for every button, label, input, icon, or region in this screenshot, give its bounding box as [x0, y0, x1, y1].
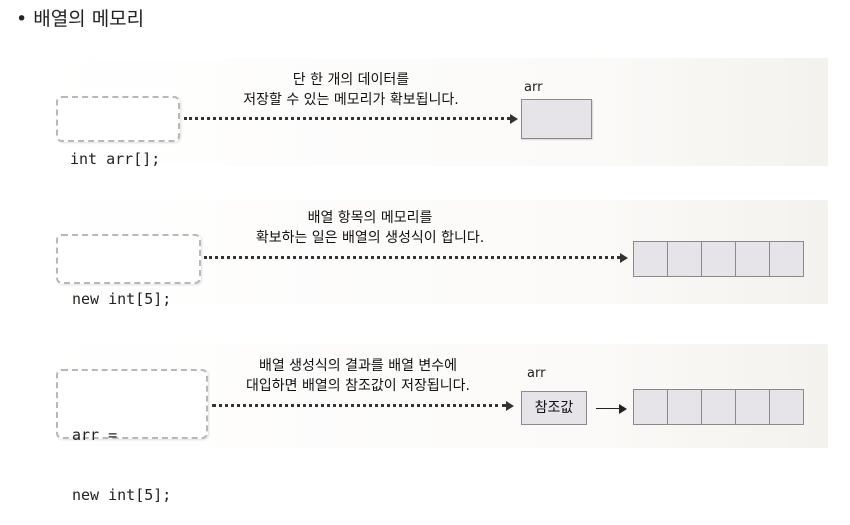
dotted-arrow-line [204, 256, 620, 259]
page-title: •배열의 메모리 [16, 4, 144, 31]
caption-declaration: 단 한 개의 데이터를 저장할 수 있는 메모리가 확보됩니다. [186, 70, 516, 110]
dotted-arrow-line [212, 404, 506, 407]
code-box-assignment: arr = new int[5]; [56, 369, 208, 504]
caption-line: 배열 생성식의 결과를 배열 변수에 [258, 358, 458, 374]
code-line: new int[5]; [72, 290, 172, 308]
array-cell [735, 389, 770, 425]
title-bullet: • [16, 8, 28, 30]
array-cell [701, 389, 736, 425]
code-line: new int[5]; [72, 486, 172, 504]
code-line: arr = [72, 426, 118, 444]
arrow-head-icon [620, 253, 628, 263]
caption-line: 저장할 수 있는 메모리가 확보됩니다. [243, 92, 459, 108]
array-cell [701, 241, 736, 277]
array-cell [633, 389, 668, 425]
caption-line: 대입하면 배열의 참조값이 저장됩니다. [246, 378, 470, 394]
code-line: int arr[]; [70, 150, 161, 168]
arrow-head-icon [510, 114, 518, 124]
caption-line: 확보하는 일은 배열의 생성식이 합니다. [255, 230, 485, 246]
var-label-arr: arr [524, 80, 543, 95]
caption-line: 단 한 개의 데이터를 [292, 72, 410, 88]
array-cell [735, 241, 770, 277]
caption-assignment: 배열 생성식의 결과를 배열 변수에 대입하면 배열의 참조값이 저장됩니다. [208, 356, 508, 396]
reference-arrow-line [596, 408, 620, 409]
array-cell [667, 389, 702, 425]
dotted-arrow-line [184, 117, 510, 120]
code-box-creation: new int[5]; [56, 234, 201, 308]
var-label-arr: arr [527, 366, 546, 381]
array-cells-creation [633, 241, 804, 277]
caption-line: 배열 항목의 메모리를 [307, 210, 433, 226]
arrow-head-icon [506, 401, 514, 411]
caption-creation: 배열 항목의 메모리를 확보하는 일은 배열의 생성식이 합니다. [205, 208, 535, 248]
arr-variable-cell [521, 99, 592, 139]
reference-arrow-head-icon [619, 404, 627, 414]
reference-value-cell: 참조값 [521, 391, 587, 425]
title-text: 배열의 메모리 [33, 8, 145, 30]
code-box-declaration: int arr[]; [56, 96, 180, 168]
array-cell [769, 389, 804, 425]
array-cell [667, 241, 702, 277]
array-cells-assignment [633, 389, 804, 425]
array-cell [633, 241, 668, 277]
array-cell [769, 241, 804, 277]
